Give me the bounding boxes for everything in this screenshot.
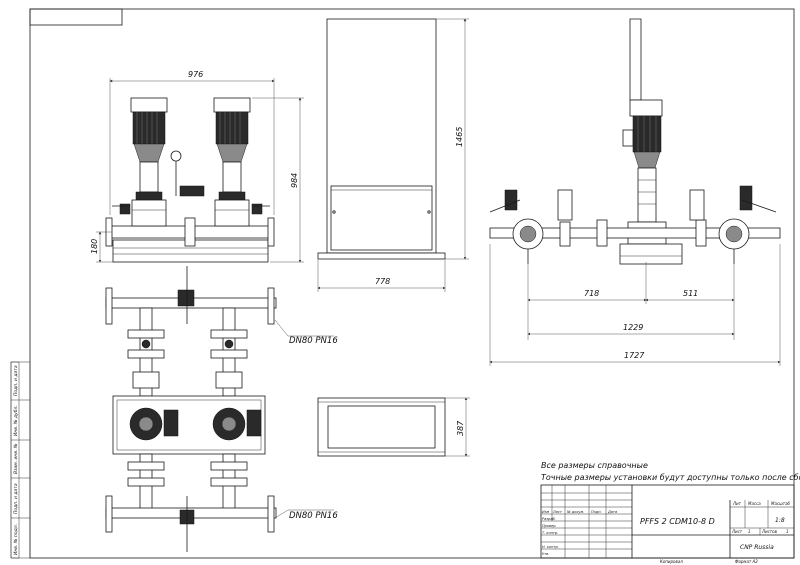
title-block[interactable]: Изм Лист № докум. Подп. Дата Разраб. Про… (540, 484, 795, 564)
plan-view (105, 266, 277, 552)
row-list: Лист (552, 510, 563, 514)
sheets-label: Листов (761, 529, 778, 534)
row-izm: Изм (542, 510, 549, 514)
side-strip-label: Подп. и дата (13, 365, 19, 396)
dim-front-base: 180 (90, 239, 99, 254)
dim-side-height: 1465 (455, 127, 464, 147)
mass-header: Масса (748, 501, 761, 506)
row-nkontr: Н. контр. (542, 545, 559, 549)
note-line-2: Точные размеры установки будут доступны … (541, 473, 800, 482)
lit-header: Лит (732, 501, 742, 506)
dim-right-left: 718 (584, 289, 599, 298)
side-strip-label: Инв. № подл. (13, 524, 19, 555)
copied-label: Копировал (660, 559, 683, 564)
sheet-value: 1 (748, 529, 751, 534)
row-date: Дата (607, 510, 617, 514)
front-dimensions: 976 984 180 (90, 70, 304, 263)
flange-callouts: DN80 PN16 DN80 PN16 (274, 319, 338, 521)
dim-plan-depth: 387 (456, 420, 465, 436)
drawing-notes: Все размеры справочные Точные размеры ус… (541, 461, 800, 482)
dim-front-width: 976 (188, 70, 203, 79)
sheets-value: 1 (786, 529, 789, 534)
note-line-1: Все размеры справочные (541, 461, 648, 470)
side-strip-label: Подп. и дата (13, 483, 19, 514)
row-razrab: Разраб. (542, 517, 556, 521)
designation: PFFS 2 CDM10-8 D (640, 517, 715, 526)
scale-header: Масштаб (771, 501, 791, 506)
pump-motor (213, 97, 251, 227)
pump-motor (130, 97, 168, 227)
front-view (105, 97, 275, 263)
scale-value: 1:8 (775, 517, 785, 524)
dim-side-width: 778 (375, 277, 390, 286)
row-doc: № докум. (566, 510, 584, 514)
format-label: Формат A2 (735, 559, 758, 564)
drawing-frame (29, 8, 795, 559)
side-strip: Подп. и дата Инв. № дубл. Взам. инв. № П… (10, 361, 31, 559)
dim-right-right: 511 (683, 289, 698, 298)
right-view (489, 18, 781, 265)
row-sign: Подп. (591, 510, 602, 514)
base-plate-view: 387 (317, 397, 470, 457)
dim-front-height: 984 (290, 173, 299, 188)
side-view: 1465 778 (317, 18, 469, 292)
flange-label-bottom: DN80 PN16 (289, 511, 338, 521)
company-name: CNP Russia (740, 544, 774, 551)
dim-right-total: 1727 (624, 351, 645, 360)
valve-actuator (489, 185, 777, 221)
side-strip-label: Взам. инв. № (13, 443, 19, 474)
right-dimensions: 718 511 1229 1727 (489, 244, 781, 366)
side-strip-label: Инв. № дубл. (13, 405, 19, 436)
flange-label-top: DN80 PN16 (289, 336, 338, 346)
sheet-label: Лист (731, 529, 743, 534)
row-prover: Провер. (542, 524, 557, 528)
row-tkontr: Т. контр. (542, 531, 558, 535)
row-utv: Утв. (542, 552, 549, 556)
dim-right-mid: 1229 (623, 323, 643, 332)
